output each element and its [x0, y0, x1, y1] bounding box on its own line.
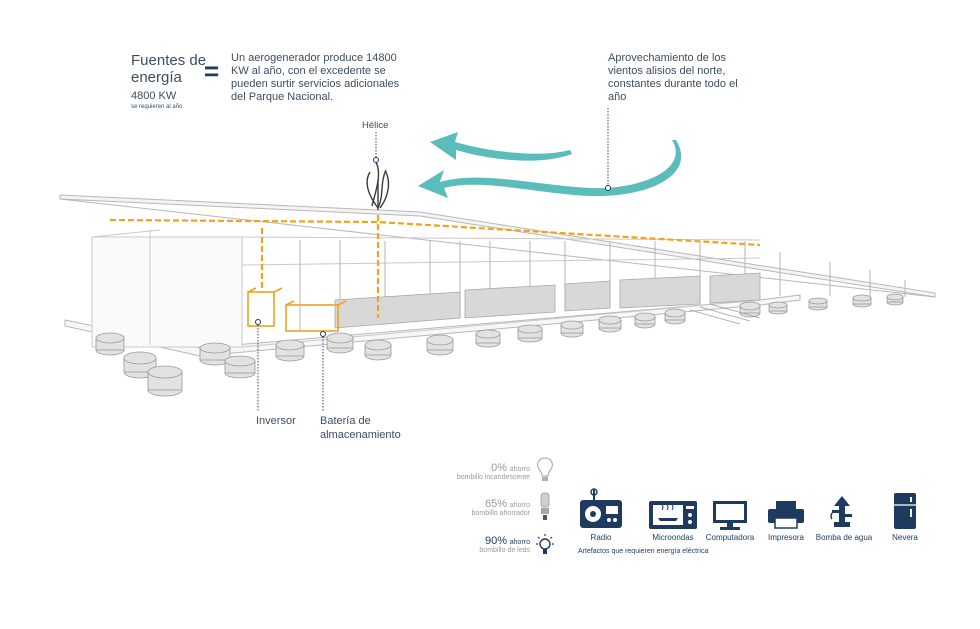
bulb-ahorro: ahorro — [509, 502, 530, 509]
bulb-name: bombillo incandescente — [456, 474, 530, 481]
bulb-percent: 0% — [491, 462, 507, 474]
bulb-row-incandescent: 0% ahorro bombillo incandescente — [440, 462, 530, 481]
bulb-row-led: 90% ahorro bombillo de leds — [440, 535, 530, 554]
printer-icon — [768, 501, 804, 529]
appliance-label-impresora: Impresora — [767, 533, 804, 542]
appliance-label-nevera: Nevera — [892, 533, 918, 542]
winds-description: Aprovechamiento de los vientos alisios d… — [608, 52, 738, 103]
window-grid — [299, 240, 906, 330]
appliance-label-radio: Radio — [590, 533, 612, 542]
bulb-name: bombillo ahorrador — [471, 510, 530, 517]
bulb-row-saver: 65% ahorro bombillo ahorrador — [440, 498, 530, 517]
microwave-icon — [649, 501, 697, 529]
label-helice: Hélice — [362, 120, 389, 131]
equals-sign: = — [204, 56, 220, 86]
water-pump-icon — [830, 496, 852, 527]
bulb-percent: 65% — [484, 498, 507, 510]
roof — [59, 194, 936, 298]
gabion-wall — [334, 272, 761, 329]
electric-wiring — [109, 215, 761, 318]
incandescent-bulb-icon — [537, 457, 553, 481]
appliance-label-bomba: Bomba de agua — [815, 533, 873, 542]
fridge-icon — [894, 493, 916, 529]
tire-foundations — [95, 293, 904, 397]
computer-icon — [713, 501, 747, 530]
energy-title: Fuentes de energía — [131, 52, 207, 86]
appliances-caption: Artefactos que requieren energía eléctri… — [578, 548, 709, 555]
bulb-percent: 90% — [484, 535, 507, 547]
wind-turbine — [366, 161, 390, 210]
appliance-label-microondas: Microondas — [652, 533, 694, 542]
callout-lines — [257, 108, 609, 412]
bulb-ahorro: ahorro — [509, 466, 530, 473]
kw-required-caption: se requieren al año — [131, 104, 183, 110]
battery-box — [285, 300, 347, 332]
saver-bulb-icon — [540, 492, 550, 520]
label-inversor: Inversor — [256, 415, 296, 427]
bulb-name: bombillo de leds — [479, 547, 530, 554]
glass-walls — [91, 229, 761, 348]
wind-arrows — [418, 132, 682, 198]
inverter-box — [247, 287, 283, 327]
kw-required: 4800 KW — [131, 90, 177, 102]
label-bateria: Batería de almacenamiento — [320, 415, 401, 441]
radio-icon — [580, 488, 622, 528]
bulb-ahorro: ahorro — [509, 539, 530, 546]
appliance-label-computadora: Computadora — [705, 533, 755, 542]
callout-dots — [255, 157, 611, 337]
turbine-description: Un aerogenerador produce 14800 KW al año… — [231, 52, 400, 103]
led-bulb-icon — [536, 534, 554, 554]
stairs — [689, 303, 761, 325]
